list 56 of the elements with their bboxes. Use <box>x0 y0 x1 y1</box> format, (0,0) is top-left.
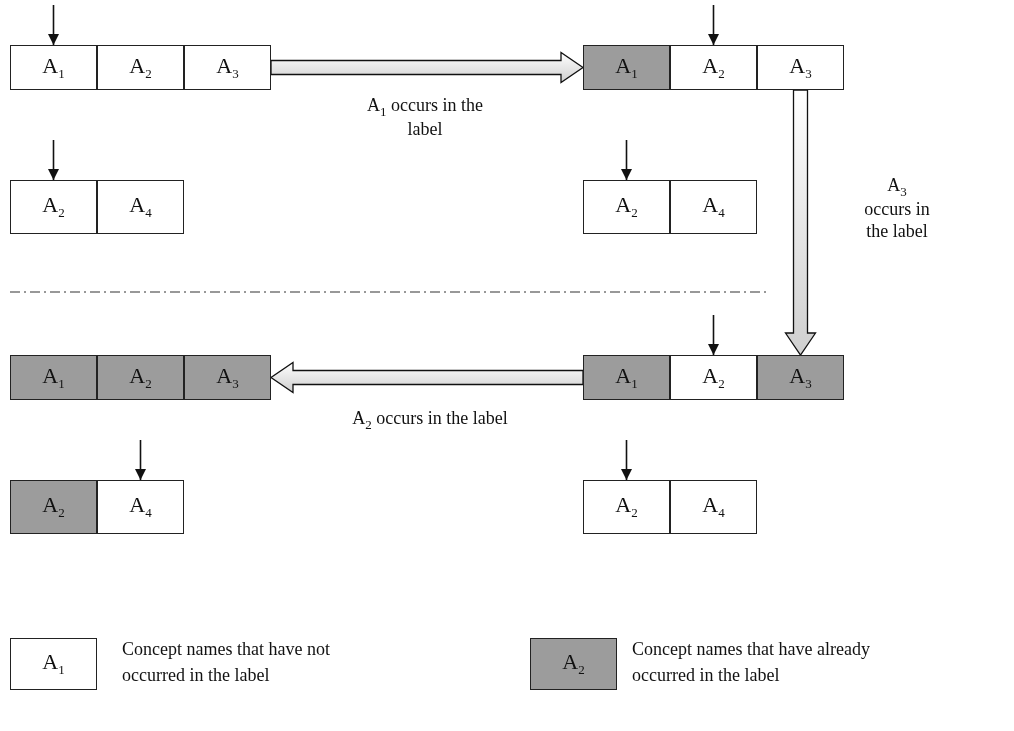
concept-cell <box>10 180 97 234</box>
concept-name: A$_{2}$ <box>615 492 638 522</box>
concept-cell <box>670 355 757 400</box>
block-arrow <box>269 361 584 394</box>
pointer-arrow <box>47 4 60 46</box>
occurred-concept-cell <box>583 355 670 400</box>
concept-cell <box>10 45 97 90</box>
block-arrow <box>784 89 817 357</box>
concept-name: A$_{2}$ <box>702 52 725 83</box>
concept-cell <box>583 180 670 234</box>
occurred-concept-cell <box>10 355 97 400</box>
concept-name: A$_{1}$ <box>42 362 65 393</box>
legend-text: Concept names that have already occurred in the label <box>632 638 871 688</box>
legend-text: Concept names that have not occurred in the label <box>122 638 331 688</box>
occurred-concept-cell <box>97 355 184 400</box>
occurred-concept-cell <box>10 480 97 534</box>
concept-name: A$_{4}$ <box>129 192 152 222</box>
concept-cell <box>670 480 757 534</box>
concept-cell <box>184 45 271 90</box>
concept-cell <box>757 45 844 90</box>
pointer-arrow <box>134 439 147 481</box>
concept-name: A$_{1}$ <box>615 52 638 83</box>
occurred-concept-cell <box>530 638 617 690</box>
occurred-concept-cell <box>583 45 670 90</box>
concept-name: A$_{3}$ <box>216 52 239 83</box>
concept-name: A$_{4}$ <box>702 492 725 522</box>
concept-cell <box>97 180 184 234</box>
concept-cell <box>583 480 670 534</box>
concept-cell <box>670 180 757 234</box>
concept-cell <box>97 480 184 534</box>
block-arrow <box>270 51 585 84</box>
occurred-concept-cell <box>184 355 271 400</box>
concept-name: A$_{3}$ <box>789 52 812 83</box>
concept-name: A$_{2}$ <box>129 52 152 83</box>
pointer-arrow <box>707 4 720 46</box>
concept-name: A$_{1}$ <box>42 649 65 679</box>
pointer-arrow <box>47 139 60 181</box>
concept-name: A$_{2}$ <box>562 649 585 679</box>
pointer-arrow <box>620 139 633 181</box>
concept-name: A$_{2}$ <box>129 362 152 393</box>
concept-name: A$_{2}$ <box>42 492 65 522</box>
concept-name: A$_{3}$ <box>789 362 812 393</box>
pointer-arrow <box>707 314 720 356</box>
concept-cell <box>670 45 757 90</box>
concept-name: A$_{2}$ <box>702 362 725 393</box>
concept-name: A$_{4}$ <box>702 192 725 222</box>
concept-name: A$_{4}$ <box>129 492 152 522</box>
concept-name: A$_{3}$ <box>216 362 239 393</box>
concept-name: A$_{1}$ <box>615 362 638 393</box>
concept-cell <box>10 638 97 690</box>
concept-cell <box>97 45 184 90</box>
pointer-arrow <box>620 439 633 481</box>
concept-name: A$_{1}$ <box>42 52 65 83</box>
occurred-concept-cell <box>757 355 844 400</box>
concept-name: A$_{2}$ <box>615 192 638 222</box>
concept-name: A$_{2}$ <box>42 192 65 222</box>
